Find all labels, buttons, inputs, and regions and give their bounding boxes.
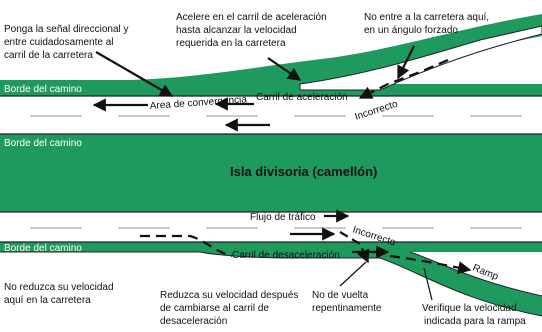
no-reduce-note-line-2: aquí en la carretera xyxy=(4,295,91,306)
island-title: Isla divisoria (camellón) xyxy=(230,164,377,179)
no-enter-pointer-arrow xyxy=(397,45,415,80)
verify-note: Verifique la velocidad indicada para la … xyxy=(422,303,526,327)
top-arrows xyxy=(92,45,449,132)
incorrect-dashed-path-bottom xyxy=(339,231,370,264)
acceleration-lane-label: Carril de aceleración xyxy=(256,92,348,103)
traffic-flow-label: Flujo de tráfico xyxy=(250,212,316,223)
signal-note-line-3: carril de la carretera xyxy=(4,50,93,61)
no-enter-note-line-1: No entre a la carretera aquí, xyxy=(364,12,489,23)
decel-dashed-path xyxy=(140,234,233,258)
no-reduce-note: No reduzca su velocidad aquí en la carre… xyxy=(4,282,116,306)
accelerate-note-line-1: Acelere en el carril de aceleración xyxy=(176,12,327,23)
signal-note-line-2: entre cuidadosamente al xyxy=(4,37,114,48)
no-enter-note-line-2: en un ángulo forzado xyxy=(364,25,458,36)
accelerate-pointer-arrow xyxy=(267,57,302,81)
top-travel-lane xyxy=(0,126,542,130)
signal-note-line-1: Ponga la señal direccional y xyxy=(4,24,129,35)
bottom-grass-verge xyxy=(0,242,542,316)
acceleration-lane xyxy=(0,96,542,126)
verify-note-line-2: indicada para la rampa xyxy=(424,316,526,327)
ramp-dashed-path xyxy=(389,254,472,275)
top-grass-strip xyxy=(0,84,542,96)
deceleration-lane-label: Carril de desaceleración xyxy=(232,250,340,261)
reduce-after-note: Reduzca su velocidad después de cambiars… xyxy=(160,290,301,327)
bottom-note-pointers xyxy=(339,261,433,301)
accelerate-note-line-3: requerida en la carretera xyxy=(176,38,286,49)
bottom-road-edge-label: Borde del camino xyxy=(4,243,82,254)
island-grass xyxy=(0,134,542,212)
signal-pointer-arrow xyxy=(95,51,174,97)
reduce-after-note-line-3: desaceleración xyxy=(160,316,227,327)
no-reduce-note-line-1: No reduzca su velocidad xyxy=(4,282,114,293)
island xyxy=(0,133,542,213)
no-turn-note-line-1: No de vuelta xyxy=(312,290,369,301)
reduce-after-note-line-2: de cambiarse al carril de xyxy=(160,303,269,314)
reduce-after-note-line-1: Reduzca su velocidad después xyxy=(160,290,298,301)
signal-note: Ponga la señal direccional y entre cuida… xyxy=(4,24,131,61)
no-enter-note: No entre a la carretera aquí, en un ángu… xyxy=(364,12,492,36)
island-edge-label: Borde del camino xyxy=(4,138,82,149)
bottom-roadway xyxy=(0,227,542,317)
no-turn-note: No de vuelta repentinamente xyxy=(312,290,382,314)
top-road-edge-label: Borde del camino xyxy=(4,84,82,95)
bottom-arrows xyxy=(140,209,472,275)
incorrect-dashed-path-top xyxy=(358,58,449,99)
no-turn-pointer xyxy=(339,261,367,287)
verify-pointer xyxy=(423,267,433,301)
verify-note-line-1: Verifique la velocidad xyxy=(422,303,517,314)
accelerate-note-line-2: hasta alcanzar la velocidad xyxy=(176,25,297,36)
no-turn-note-line-2: repentinamente xyxy=(312,303,382,314)
accelerate-note: Acelere en el carril de aceleración hast… xyxy=(176,12,329,49)
